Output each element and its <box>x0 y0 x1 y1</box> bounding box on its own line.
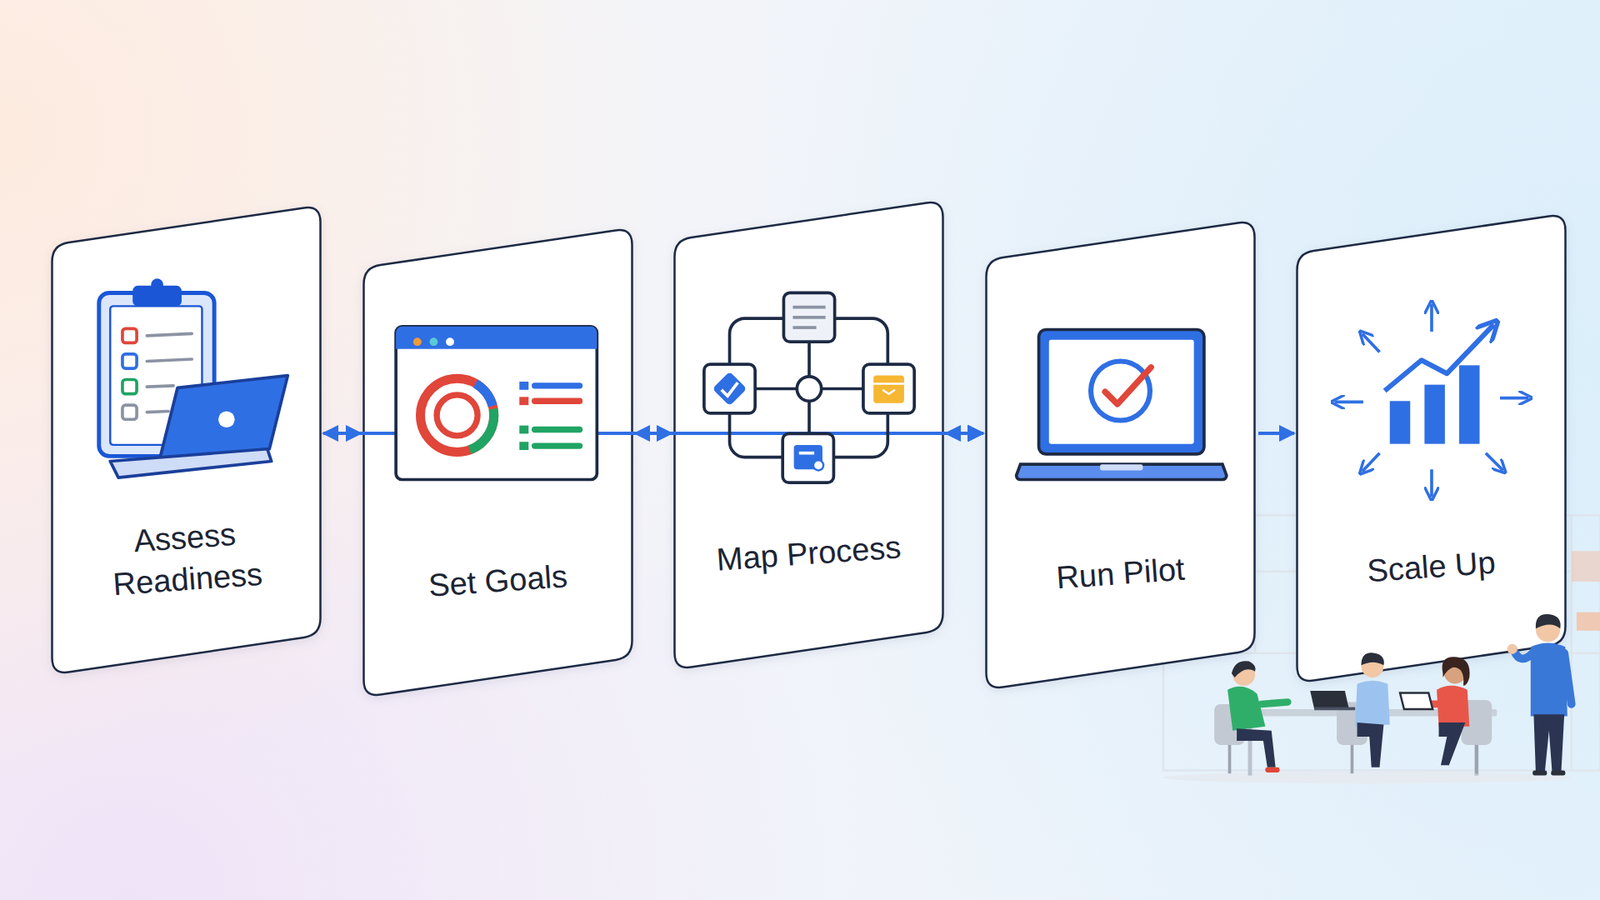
card-outline <box>673 199 945 671</box>
flow-arrow <box>1258 431 1295 435</box>
team-illustration <box>1163 771 1572 785</box>
card-outline <box>986 222 1255 688</box>
team-illustration <box>1357 722 1385 768</box>
team-illustration <box>1314 707 1355 711</box>
step-label: Scale Up <box>1325 538 1537 595</box>
team-illustration <box>1228 745 1232 774</box>
team-illustration <box>1533 714 1565 772</box>
card-outline <box>675 202 944 668</box>
office-backdrop <box>1570 515 1573 770</box>
team-illustration <box>1460 700 1492 745</box>
office-backdrop <box>1571 550 1600 582</box>
step-card: Run Pilot <box>985 219 1256 691</box>
office-backdrop <box>1576 612 1600 631</box>
team-illustration <box>1310 690 1350 710</box>
team-illustration <box>1236 728 1276 768</box>
card-outline <box>50 204 322 676</box>
team-illustration <box>1550 770 1565 775</box>
team-illustration <box>1350 745 1355 774</box>
flow-arrow <box>946 431 984 435</box>
team-illustration <box>1400 692 1433 710</box>
step-label: Set Goals <box>392 552 604 609</box>
team-illustration <box>1355 680 1390 727</box>
flow-arrow <box>324 431 361 435</box>
card-outline <box>364 230 633 695</box>
team-illustration <box>1231 660 1256 678</box>
team-illustration <box>1248 716 1253 776</box>
team-illustration <box>1336 701 1368 745</box>
card-outline <box>985 219 1256 691</box>
step-label: Map Process <box>703 525 915 581</box>
team-illustration <box>1436 685 1470 727</box>
flow-arrow <box>945 431 983 435</box>
team-illustration <box>1444 660 1467 684</box>
team-illustration <box>1532 770 1547 775</box>
team-illustration <box>1227 686 1265 731</box>
card-outline <box>1295 212 1567 685</box>
team-illustration <box>1230 709 1498 717</box>
step-card: Assess Readiness <box>50 204 322 676</box>
team-illustration <box>1265 767 1280 773</box>
step-label: Run Pilot <box>1015 545 1226 601</box>
step-label: Assess Readiness <box>79 509 293 607</box>
team-illustration <box>1474 716 1479 776</box>
step-card: Map Process <box>673 199 945 671</box>
team-illustration <box>1439 722 1466 765</box>
team-illustration <box>1420 700 1440 709</box>
team-illustration <box>1564 653 1572 705</box>
team-illustration <box>1475 745 1479 774</box>
team-illustration <box>1514 650 1533 659</box>
team-illustration <box>1232 663 1255 686</box>
team-illustration <box>1530 642 1568 716</box>
step-card: Scale Up <box>1295 212 1567 685</box>
team-illustration <box>1260 701 1288 704</box>
team-illustration <box>1214 704 1245 745</box>
card-outline <box>52 207 321 673</box>
step-card: Set Goals <box>362 226 634 699</box>
flow-arrow <box>635 431 672 435</box>
card-outline <box>1297 215 1566 681</box>
card-outline <box>362 226 634 699</box>
